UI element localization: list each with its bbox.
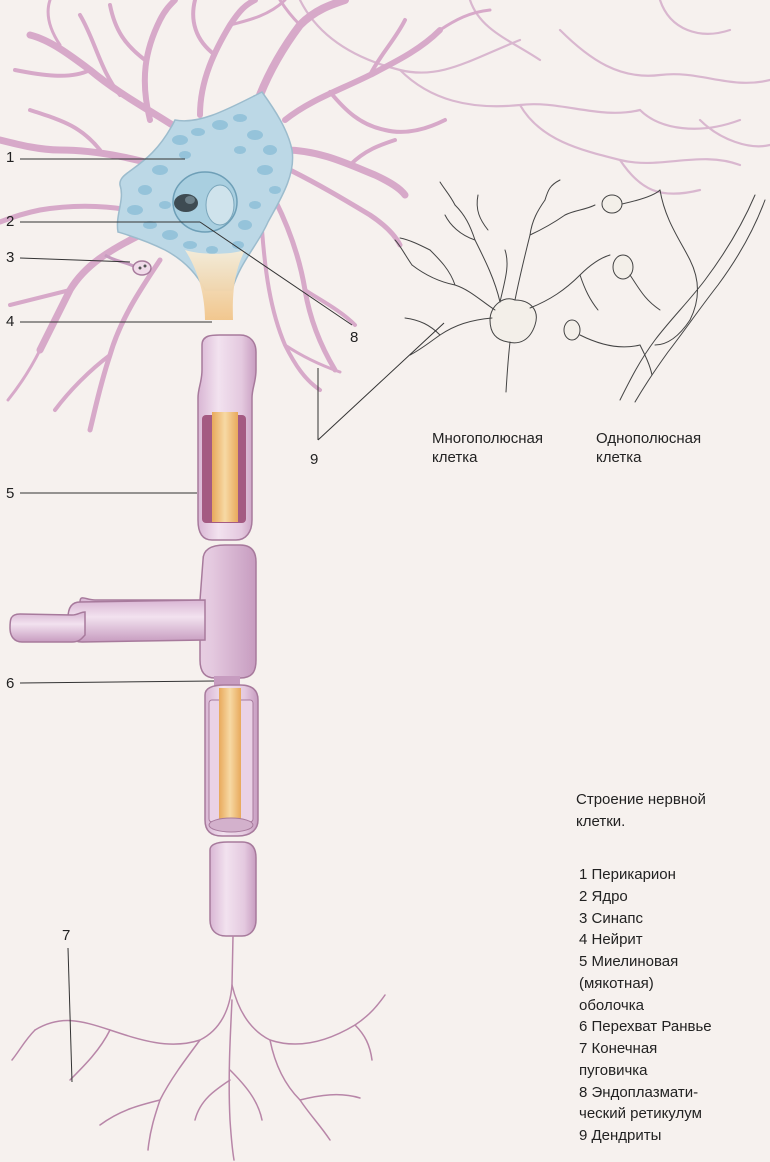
legend-title-line2: клетки. (576, 811, 766, 833)
legend-title-line1: Строение нервной (576, 789, 766, 811)
legend-item: 6 Перехват Ранвье (579, 1016, 769, 1038)
label-1: 1 (6, 150, 14, 165)
synapse (105, 255, 151, 275)
multipolar-cell (395, 180, 610, 392)
legend-item: (мякотная) (579, 973, 769, 995)
legend-item: ческий ретикулум (579, 1103, 769, 1125)
unipolar-caption-line1: Однополюсная (596, 430, 701, 449)
label-2: 2 (6, 214, 14, 229)
multipolar-caption-line2: клетка (432, 449, 543, 468)
legend-list: 1 Перикарион 2 Ядро 3 Синапс 4 Нейрит 5 … (579, 864, 769, 1147)
legend-item: 4 Нейрит (579, 929, 769, 951)
legend-item: 8 Эндоплазмати- (579, 1082, 769, 1104)
legend-item: 7 Конечная (579, 1038, 769, 1060)
soma-perikaryon (105, 92, 293, 320)
label-9: 9 (310, 452, 318, 467)
label-4: 4 (6, 314, 14, 329)
legend-item: 3 Синапс (579, 908, 769, 930)
label-5: 5 (6, 486, 14, 501)
axon (10, 335, 258, 936)
multipolar-caption-line1: Многополюсная (432, 430, 543, 449)
unipolar-cell (564, 190, 765, 402)
legend-item: 5 Миелиновая (579, 951, 769, 973)
unipolar-caption-line2: клетка (596, 449, 701, 468)
legend-title: Строение нервной клетки. (576, 789, 766, 833)
label-8: 8 (350, 330, 358, 345)
legend-item: 1 Перикарион (579, 864, 769, 886)
multipolar-caption: Многополюсная клетка (432, 430, 543, 468)
terminal-branches (12, 936, 385, 1160)
background-dendrites (300, 0, 770, 194)
nucleus (173, 172, 237, 232)
legend-item: 2 Ядро (579, 886, 769, 908)
label-7: 7 (62, 928, 70, 943)
legend-item: 9 Дендриты (579, 1125, 769, 1147)
unipolar-caption: Однополюсная клетка (596, 430, 701, 468)
label-6: 6 (6, 676, 14, 691)
legend-item: оболочка (579, 995, 769, 1017)
label-3: 3 (6, 250, 14, 265)
legend-item: пуговичка (579, 1060, 769, 1082)
